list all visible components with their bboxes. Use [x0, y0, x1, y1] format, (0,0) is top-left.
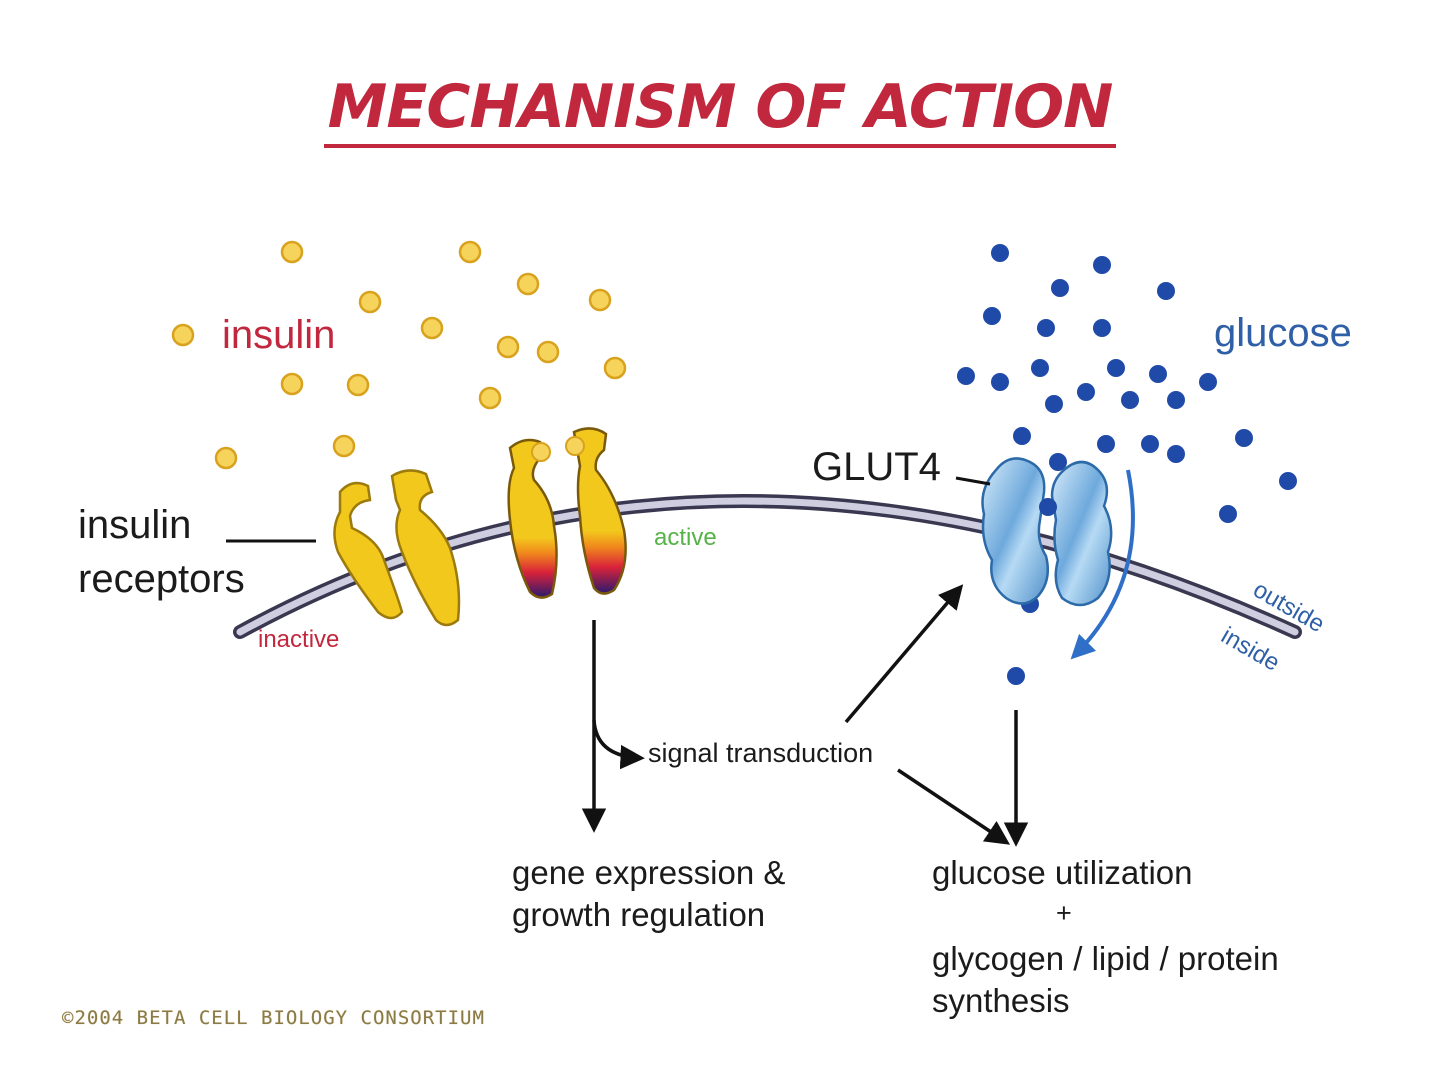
glucose-molecule — [1107, 359, 1125, 377]
insulin-molecule — [280, 240, 304, 264]
glucose-molecule — [1199, 373, 1217, 391]
glucose-molecule — [1093, 319, 1111, 337]
glucose-molecule — [1093, 256, 1111, 274]
insulin-molecule — [478, 386, 502, 410]
signal-to-utilization-arrow — [897, 768, 1011, 845]
glucose-in-transporter — [1039, 498, 1057, 516]
glucose-molecule — [983, 307, 1001, 325]
receptors-label-line2: receptors — [78, 557, 245, 601]
inactive-insulin-receptor — [333, 469, 461, 627]
glucose-molecule — [1167, 391, 1185, 409]
glucose-molecule — [1141, 435, 1159, 453]
glucose-molecule — [957, 367, 975, 385]
glucose-label: glucose — [1214, 311, 1352, 355]
branch-to-signal-arrow — [592, 719, 645, 770]
insulin-molecule — [496, 335, 520, 359]
receptors-label-line1: insulin — [78, 503, 192, 547]
insulin-molecule — [358, 290, 382, 314]
inactive-label: inactive — [258, 626, 340, 653]
glucose-molecule — [1077, 383, 1095, 401]
insulin-molecule — [214, 446, 238, 470]
glucose-molecule — [1279, 472, 1297, 490]
glucose-molecule — [1097, 435, 1115, 453]
signal-to-glut4-arrow — [844, 584, 964, 724]
gene-expression-label-line1: gene expression & — [512, 854, 786, 891]
glucose-molecule — [1037, 319, 1055, 337]
gene-expression-label-line2: growth regulation — [512, 896, 766, 933]
glucose-molecule — [1167, 445, 1185, 463]
active-insulin-receptor — [507, 427, 627, 599]
glucose-molecule — [1045, 395, 1063, 413]
insulin-molecule — [458, 240, 482, 264]
glucose-molecule — [1031, 359, 1049, 377]
copyright-notice: ©2004 BETA CELL BIOLOGY CONSORTIUM — [62, 1007, 485, 1029]
insulin-molecule — [603, 356, 627, 380]
synthesis-label-line1: glycogen / lipid / protein — [932, 940, 1279, 977]
glucose-influx-arrow — [1070, 469, 1135, 660]
glucose-molecule — [1235, 429, 1253, 447]
glucose-molecule — [1149, 365, 1167, 383]
glucose-molecule — [1219, 505, 1237, 523]
insulin-molecule — [516, 272, 540, 296]
page-title: MECHANISM OF ACTION — [0, 72, 1440, 148]
insulin-molecule — [332, 434, 356, 458]
page-title-text: MECHANISM OF ACTION — [323, 72, 1117, 148]
glucose-molecules — [957, 244, 1297, 685]
glucose-molecule — [1157, 282, 1175, 300]
glucose-molecule — [1121, 391, 1139, 409]
insulin-label: insulin — [222, 313, 336, 357]
glut4-transporter — [981, 457, 1113, 607]
active-label: active — [654, 524, 717, 551]
insulin-molecule — [346, 373, 370, 397]
plus-label: + — [1056, 898, 1072, 928]
insulin-molecules — [171, 240, 627, 470]
glucose-molecule — [1013, 427, 1031, 445]
insulin-molecule — [420, 316, 444, 340]
bound-insulin — [531, 442, 551, 462]
insulin-molecule — [280, 372, 304, 396]
insulin-molecule — [171, 323, 195, 347]
synthesis-label-line2: synthesis — [932, 982, 1070, 1019]
bound-insulin — [565, 436, 585, 456]
signal-transduction-label: signal transduction — [648, 738, 874, 768]
glucose-molecule — [1049, 453, 1067, 471]
glucose-molecule — [1051, 279, 1069, 297]
glucose-molecule — [1007, 667, 1025, 685]
glucose-molecule — [991, 373, 1009, 391]
glucose-utilization-label: glucose utilization — [932, 854, 1193, 891]
insulin-molecule — [536, 340, 560, 364]
glut4-leader-line — [955, 476, 991, 486]
glut4-label: GLUT4 — [812, 445, 941, 489]
insulin-molecule — [588, 288, 612, 312]
glucose-molecule — [991, 244, 1009, 262]
